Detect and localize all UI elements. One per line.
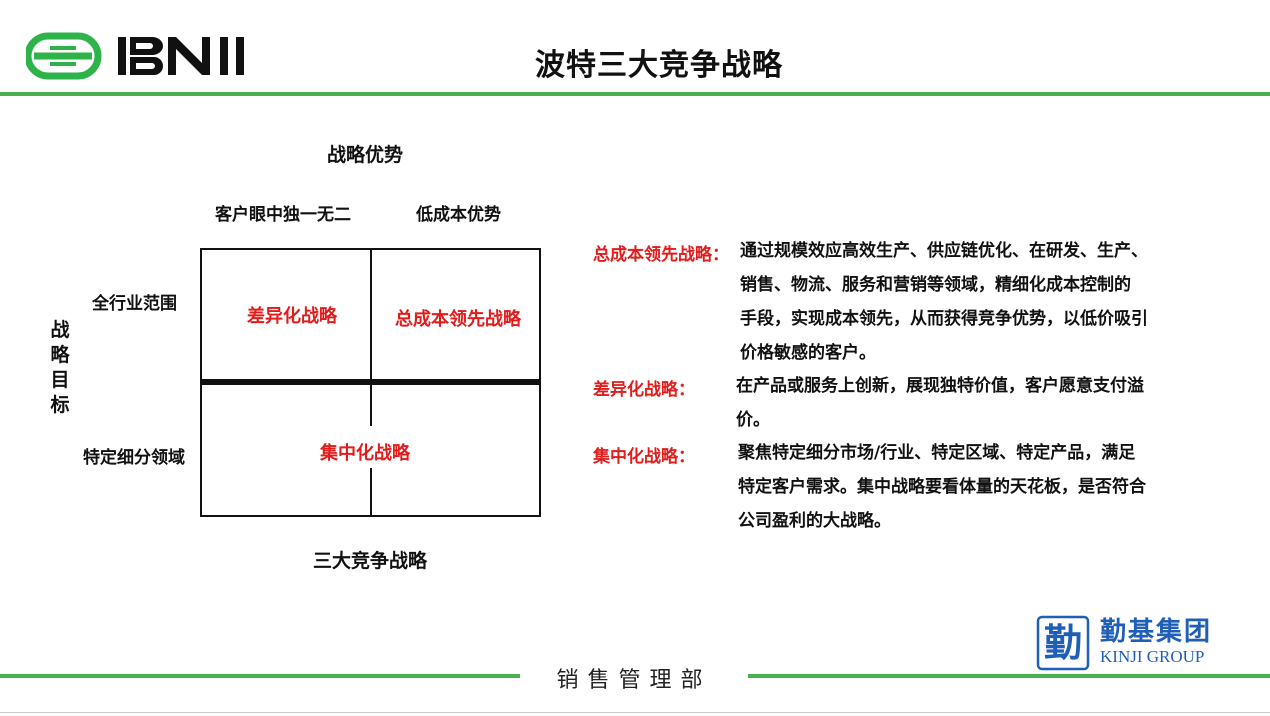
axis-left-char: 略 <box>50 344 70 366</box>
company-name-cn: 勤基集团 <box>1100 616 1212 647</box>
desc-line: 公司盈利的大战略。 <box>738 511 891 531</box>
strategy-term-cost-leadership: 总成本领先战略： <box>593 245 729 265</box>
cell-differentiation: 差异化战略 <box>247 306 337 327</box>
desc-line: 在产品或服务上创新，展现独特价值，客户愿意支付溢 <box>736 376 1144 396</box>
kinji-seal-icon: 勤 <box>1036 615 1090 671</box>
axis-left-char: 战 <box>50 319 70 341</box>
kinji-group-logo: 勤 勤基集团 KINJI GROUP <box>1036 615 1212 671</box>
desc-line: 销售、物流、服务和营销等领域，精细化成本控制的 <box>740 275 1131 295</box>
footer-divider-left <box>0 674 520 678</box>
bni-emblem-icon <box>26 32 102 80</box>
strategy-desc-differentiation: 在产品或服务上创新，展现独特价值，客户愿意支付溢 价。 <box>736 369 1206 437</box>
desc-line: 价。 <box>736 410 770 430</box>
strategy-desc-focus: 聚焦特定细分市场/行业、特定区域、特定产品，满足 特定客户需求。集中战略要看体量… <box>738 436 1208 538</box>
kinji-seal-char: 勤 <box>1044 620 1082 665</box>
strategy-desc-cost-leadership: 通过规模效应高效生产、供应链优化、在研发、生产、 销售、物流、服务和营销等领域，… <box>740 234 1210 370</box>
desc-line: 聚焦特定细分市场/行业、特定区域、特定产品，满足 <box>738 443 1136 463</box>
column-header-low-cost: 低成本优势 <box>416 205 501 225</box>
column-header-unique: 客户眼中独一无二 <box>215 205 351 225</box>
desc-line: 手段，实现成本领先，从而获得竞争优势，以低价吸引 <box>740 309 1148 329</box>
header-divider <box>0 92 1270 96</box>
footer-divider-right <box>748 674 1270 678</box>
desc-line: 价格敏感的客户。 <box>740 343 876 363</box>
row-header-segment: 特定细分领域 <box>83 448 185 468</box>
axis-left-label: 战 略 目 标 <box>46 318 74 418</box>
slide-title: 波特三大竞争战略 <box>535 48 783 83</box>
bni-logo <box>26 32 244 80</box>
axis-left-char: 标 <box>50 394 70 416</box>
desc-line: 特定客户需求。集中战略要看体量的天花板，是否符合 <box>738 477 1146 497</box>
desc-line: 通过规模效应高效生产、供应链优化、在研发、生产、 <box>740 241 1148 261</box>
cell-cost-leadership: 总成本领先战略 <box>395 309 521 330</box>
diagram-caption: 三大竞争战略 <box>312 550 427 572</box>
bottom-edge-line <box>0 712 1270 713</box>
bni-wordmark <box>118 37 244 75</box>
strategy-term-focus: 集中化战略： <box>593 447 695 467</box>
axis-left-char: 目 <box>50 369 70 391</box>
cell-focus: 集中化战略 <box>320 443 410 464</box>
row-header-industry-wide: 全行业范围 <box>92 294 177 314</box>
strategy-matrix <box>200 248 541 517</box>
axis-top-label: 战略优势 <box>326 144 403 166</box>
department-name: 销售管理部 <box>556 668 712 693</box>
company-name-en: KINJI GROUP <box>1100 647 1204 666</box>
strategy-term-differentiation: 差异化战略： <box>593 380 695 400</box>
